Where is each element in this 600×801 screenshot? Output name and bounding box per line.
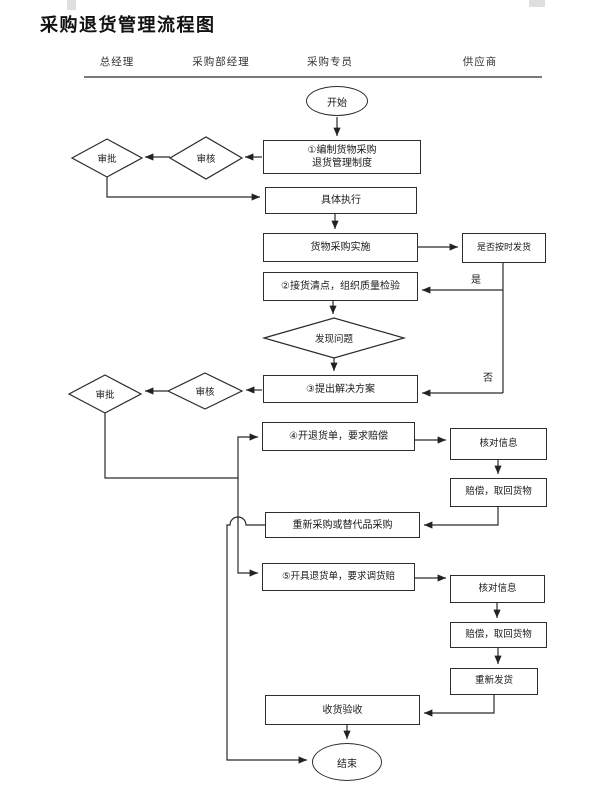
node-verify-info-2: 核对信息: [450, 575, 545, 603]
decision-approve-2-shape: [67, 374, 143, 414]
lane-header-supplier: 供应商: [462, 56, 498, 68]
scan-artifact-right: [529, 0, 545, 7]
decision-review-1-label: 审核: [196, 154, 216, 165]
page-title: 采购退货管理流程图: [40, 15, 216, 35]
lane-header-purchasing-dept-manager: 采购部经理: [192, 56, 250, 68]
node-goods-acceptance: 收货验收: [265, 695, 420, 725]
node-repurchase: 重新采购或替代品采购: [265, 512, 420, 538]
edge-label-no: 否: [483, 373, 493, 384]
decision-approve-1-label: 审批: [97, 154, 117, 165]
node-purchase-implementation: 货物采购实施: [263, 233, 418, 262]
node-reship: 重新发货: [450, 668, 538, 695]
node-start: 开始: [306, 86, 368, 116]
node-propose-solution: ③提出解决方案: [263, 375, 418, 403]
scan-artifact-left: [67, 0, 76, 10]
decision-review-1-shape: [168, 136, 244, 180]
node-receive-inspect: ②接货清点，组织质量检验: [263, 272, 418, 301]
decision-problem-found-label: 发现问题: [314, 334, 354, 345]
decision-review-2-shape: [166, 372, 244, 410]
node-verify-info-1: 核对信息: [450, 428, 547, 460]
decision-problem-found-shape: [261, 317, 407, 359]
lane-header-purchasing-specialist: 采购专员: [307, 56, 353, 68]
edge-label-yes: 是: [471, 275, 481, 286]
node-return-claim: ④开退货单，要求赔偿: [262, 422, 415, 451]
node-compensate-retrieve-2: 赔偿，取回货物: [450, 622, 547, 648]
decision-approve-2-label: 审批: [95, 390, 115, 401]
node-make-policy: ①编制货物采购 退货管理制度: [263, 140, 421, 174]
node-return-exchange: ⑤开具退货单，要求调货赔: [262, 563, 415, 591]
node-execute: 具体执行: [265, 187, 417, 214]
decision-review-2-label: 审核: [195, 387, 215, 398]
node-end: 结束: [312, 743, 382, 781]
node-ontime-delivery-check: 是否按时发货: [462, 233, 546, 263]
decision-approve-1-shape: [70, 138, 144, 178]
node-compensate-retrieve-1: 赔偿，取回货物: [450, 478, 547, 507]
lane-header-general-manager: 总经理: [99, 56, 135, 68]
